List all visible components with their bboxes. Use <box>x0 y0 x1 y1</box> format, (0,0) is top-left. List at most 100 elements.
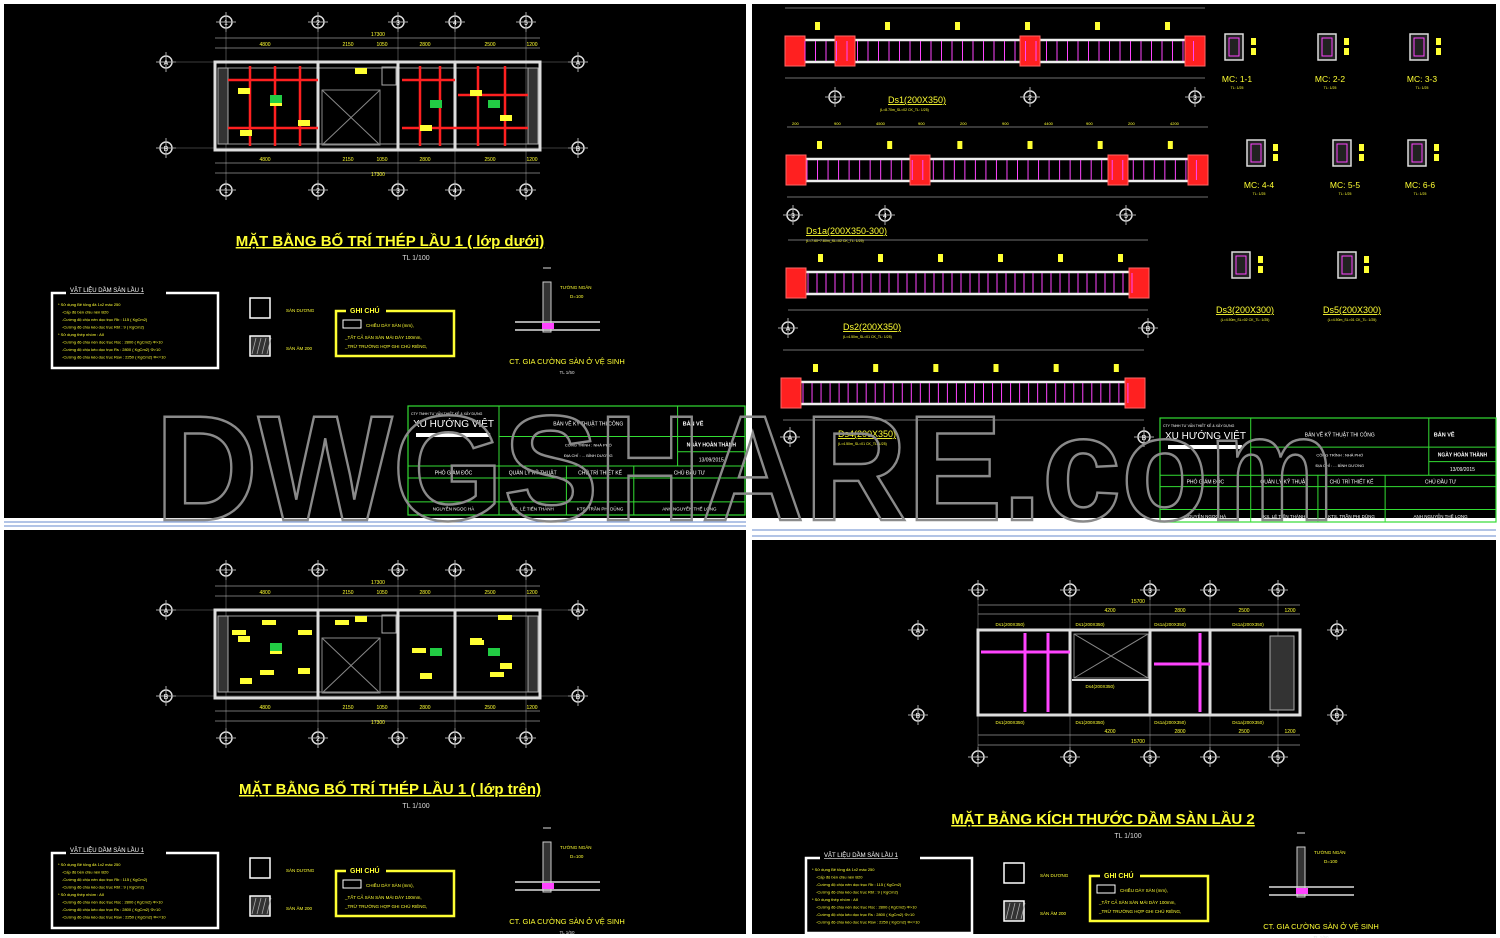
grid-label: 2 <box>1068 588 1072 595</box>
grid-label: A <box>576 60 581 67</box>
title-block <box>1159 417 1497 523</box>
grid-bubble <box>908 705 928 725</box>
rebar-tag <box>470 90 482 96</box>
dimension-text: 2150 <box>342 705 353 711</box>
legend-heading: VẬT LIỆU DẦM SÀN LẦU 1 <box>70 846 145 854</box>
note-line: _TẤT CẢ SÀN SÀN MÁI DÀY 100mm, <box>1098 899 1176 905</box>
rebar-tag <box>298 120 310 126</box>
top-rebar <box>260 670 274 675</box>
legend-line: -Cường độ chịu nén dọc trục Rb : 115 ( K… <box>62 317 148 322</box>
grid-label: B <box>576 694 581 701</box>
top-rebar <box>470 640 484 645</box>
top-rebar <box>498 615 512 620</box>
dimension-text: 4800 <box>259 705 270 711</box>
drawing-scale: TL 1/100 <box>402 803 429 810</box>
section-scale: TL: 1/25 <box>1339 192 1352 196</box>
detail-scale: TL 1/50 <box>559 370 575 375</box>
partition-wall <box>542 281 552 333</box>
drawing-scale: TL 1/100 <box>402 255 429 262</box>
dimension-text: 2800 <box>1174 729 1185 735</box>
column-support <box>1107 154 1129 186</box>
grid-label: A <box>916 628 921 635</box>
sheet-label: BẢN VẼ <box>1434 432 1455 439</box>
section-name: MC: 6-6 <box>1405 180 1436 190</box>
hatch <box>1015 902 1021 920</box>
grid-bubble <box>516 180 536 200</box>
detail-title: CT. GIA CƯỜNG SÀN Ở VỆ SINH <box>1263 922 1379 931</box>
grid-label: 2 <box>316 188 320 195</box>
rebar-tag <box>938 254 943 262</box>
rebar-tag <box>1344 48 1349 55</box>
grid-bubble <box>445 560 465 580</box>
dimension-text: 1200 <box>526 42 537 48</box>
grid-bubble <box>1134 427 1154 447</box>
dimension-text: 2500 <box>484 157 495 163</box>
grid-label: A <box>788 435 793 442</box>
detail-label: D=100 <box>570 854 584 859</box>
section-name: MC: 4-4 <box>1244 180 1275 190</box>
beam-note: (L=8.70m_SL=02 CK_TL: 1/25) <box>880 108 929 112</box>
column-support <box>909 154 931 186</box>
beam-label: Ds1(200X350) <box>995 622 1025 627</box>
rebar-tag <box>1359 154 1364 161</box>
rebar-tag <box>818 254 823 262</box>
beam-name: Ds1a(200X350-300) <box>806 226 887 236</box>
rebar-tag <box>240 678 252 684</box>
beam-label: Ds1a(200X350) <box>1154 622 1186 627</box>
legend-line: -Cấp độ bền chịu nén B20 <box>62 870 109 875</box>
drawing-title: MẶT BẰNG KÍCH THƯỚC DẦM SÀN LẦU 2 <box>951 810 1255 828</box>
notes-heading: GHI CHÚ <box>350 866 380 875</box>
grid-bubble <box>908 620 928 640</box>
grid-bubble <box>783 205 803 225</box>
section-name: MC: 2-2 <box>1315 74 1346 84</box>
signer-name: KTS. TRẦN PHI DŨNG <box>577 506 624 512</box>
rebar-tag <box>1053 364 1059 372</box>
rebar-tag <box>1251 48 1256 55</box>
void-cross <box>321 637 381 694</box>
dimension-text: 1200 <box>526 705 537 711</box>
dimension-text: 2500 <box>484 590 495 596</box>
legend-line: -Cường độ chịu nén dọc trục Rb : 115 ( K… <box>62 877 148 882</box>
section-stirrup <box>1250 143 1262 163</box>
grid-label: A <box>164 60 169 67</box>
dimension-text: 200 <box>792 121 799 126</box>
beam-name: Ds2(200X350) <box>843 322 901 332</box>
rebar-tag <box>355 68 367 74</box>
rebar-tag <box>1364 256 1369 263</box>
legend-line: -Cường độ chịu kéo dọc trục Rsw : 2250 (… <box>62 915 166 920</box>
beam-note: (L=4.50m_SL=01 CK_TL: 1/25) <box>843 335 892 339</box>
grid-bubble <box>445 12 465 32</box>
legend-label: SÀN DƯƠNG <box>1040 872 1069 878</box>
project: CÔNG TRÌNH : NHÀ PHỐ <box>565 442 612 447</box>
hatch <box>251 897 257 915</box>
notes-box <box>1088 874 1210 923</box>
top-rebar <box>232 630 246 635</box>
grid-bubble <box>825 87 845 107</box>
rebar-tag <box>1434 154 1439 161</box>
top-rebar <box>412 648 426 653</box>
notes-heading-bg <box>346 305 386 315</box>
grid-bubble <box>568 52 588 72</box>
rebar-tag <box>500 663 512 669</box>
note-line: _TRỪ TRƯỜNG HỢP GHI CHÚ RIÊNG, <box>344 902 427 909</box>
rebar-tag <box>1273 154 1278 161</box>
grid-bubble <box>1140 747 1160 767</box>
grid-label: 2 <box>1028 95 1032 102</box>
grid-bubble <box>568 600 588 620</box>
partition-wall <box>542 841 552 893</box>
detail-label: TƯỜNG NGĂN <box>560 284 591 290</box>
grid-label: 4 <box>1208 588 1212 595</box>
section-scale: TL: 1/25 <box>1324 86 1337 90</box>
section-scale: TL: 1/25 <box>1231 86 1244 90</box>
slab-positive-swatch <box>1003 862 1025 884</box>
dimension-text: 900 <box>918 121 925 126</box>
section-stirrup <box>1321 37 1333 57</box>
grid-bubble <box>1020 87 1040 107</box>
detail-title: CT. GIA CƯỜNG SÀN Ở VỆ SINH <box>509 357 625 366</box>
legend-line: -Cấp độ bền chịu nén B20 <box>62 310 109 315</box>
dimension-text: 2150 <box>342 42 353 48</box>
grid-label: B <box>164 694 169 701</box>
rebar-tag <box>1258 256 1263 263</box>
rebar-tag <box>957 141 963 149</box>
slab-positive-swatch <box>249 297 271 319</box>
